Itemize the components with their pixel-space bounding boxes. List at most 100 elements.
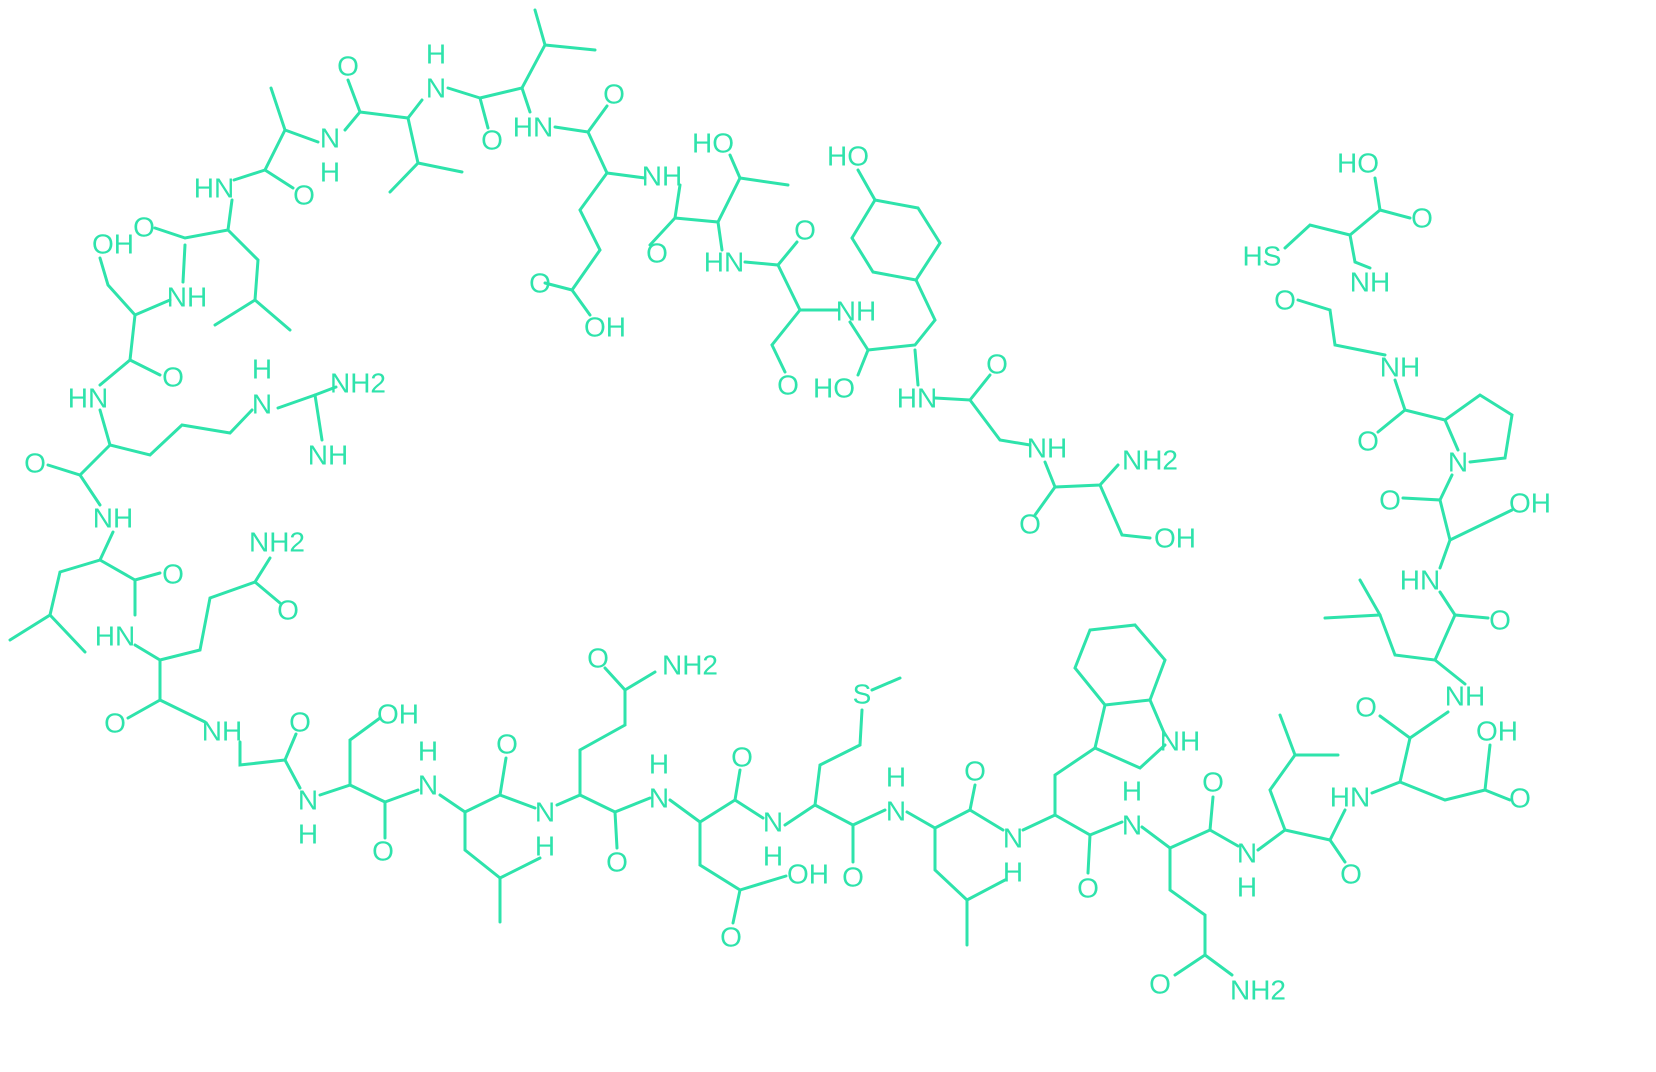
- bond: [1053, 463, 1120, 489]
- bond: [1021, 746, 1097, 832]
- atom-label: NH: [202, 716, 242, 747]
- atom-label: HN: [897, 383, 937, 414]
- atom-label: O: [496, 729, 518, 760]
- atom-label: N: [426, 73, 446, 104]
- atom-label: N: [535, 797, 555, 828]
- atom-label: O: [293, 180, 315, 211]
- atom-label: NH2: [1122, 445, 1178, 476]
- atom-label: NH: [1445, 681, 1485, 712]
- bond: [213, 228, 260, 327]
- bond: [1168, 846, 1207, 977]
- bond: [933, 373, 992, 402]
- bond: [1370, 714, 1412, 795]
- atom-label: HN: [513, 112, 553, 143]
- atom-label: O: [1357, 426, 1379, 457]
- bond: [48, 613, 87, 654]
- bond: [613, 796, 652, 814]
- atom-label: NH2: [330, 368, 386, 399]
- atom-label: NH: [1027, 433, 1067, 464]
- bond: [1033, 460, 1057, 517]
- bond: [1408, 710, 1450, 740]
- atom-label: HN: [1330, 782, 1370, 813]
- bond: [856, 168, 877, 202]
- bond: [1053, 813, 1092, 875]
- bond: [1378, 208, 1412, 220]
- bond: [1393, 378, 1407, 412]
- bond: [813, 803, 855, 864]
- atom-label: N: [886, 796, 906, 827]
- bond: [498, 793, 537, 810]
- atom-label: N: [763, 807, 783, 838]
- atom-label: NH: [836, 296, 876, 327]
- bond: [520, 86, 532, 114]
- bond: [1256, 713, 1297, 852]
- bond: [98, 358, 132, 387]
- bond: [698, 820, 742, 925]
- atom-label: O: [1355, 692, 1377, 723]
- atom-label: N: [1003, 823, 1023, 854]
- bond: [776, 263, 840, 312]
- atom-label: NH: [308, 440, 348, 471]
- bond: [743, 240, 799, 267]
- atom-label: O: [24, 448, 46, 479]
- atom-label: HO: [813, 373, 855, 404]
- bond: [1203, 953, 1234, 977]
- bond: [98, 256, 172, 317]
- bond: [126, 658, 162, 720]
- bond: [968, 398, 1032, 447]
- atom-label: OH: [92, 229, 134, 260]
- bond: [1140, 795, 1215, 850]
- atom-label: N: [298, 785, 318, 816]
- bond: [253, 298, 292, 332]
- atom-label: O: [1149, 969, 1171, 1000]
- atom-label: N: [1237, 838, 1257, 869]
- bond: [269, 86, 320, 144]
- atom-label: O: [986, 349, 1008, 380]
- atom-label: OH: [1509, 488, 1551, 519]
- atom-label: S: [853, 679, 872, 710]
- bond: [478, 8, 547, 100]
- atom-label: O: [794, 215, 816, 246]
- atom-label: OH: [1476, 716, 1518, 747]
- bond: [98, 408, 254, 457]
- atom-label: O: [1340, 859, 1362, 890]
- bond: [1401, 496, 1452, 542]
- bond: [446, 86, 490, 130]
- bond: [913, 348, 920, 387]
- bond: [263, 128, 295, 190]
- bond: [1438, 590, 1457, 617]
- atom-label: O: [731, 742, 753, 773]
- bond: [158, 698, 207, 724]
- bond: [1376, 408, 1447, 434]
- atom-label: NH: [1160, 726, 1200, 757]
- atom-label: N: [320, 123, 340, 154]
- atom-label: O: [529, 268, 551, 299]
- atom-label: N: [418, 770, 438, 801]
- atom-label: H: [426, 39, 446, 70]
- atom-label: HO: [1337, 148, 1379, 179]
- atom-label: HN: [68, 383, 108, 414]
- bond: [498, 856, 542, 880]
- bond: [153, 198, 234, 240]
- atom-label: O: [372, 836, 394, 867]
- atom-label: HO: [692, 128, 734, 159]
- bond: [181, 243, 187, 284]
- atom-label: NH2: [1230, 975, 1286, 1006]
- bond: [1208, 828, 1240, 848]
- atom-label: O: [964, 756, 986, 787]
- atom-label: H: [418, 736, 438, 767]
- atom-label: OH: [787, 859, 829, 890]
- atom-label: HN: [704, 247, 744, 278]
- bond: [543, 43, 597, 52]
- atom-label: O: [1489, 605, 1511, 636]
- bond: [1328, 808, 1347, 842]
- bond: [570, 288, 592, 317]
- atom-label: O: [1274, 285, 1296, 316]
- atom-label: HN: [95, 621, 135, 652]
- atom-label: NH: [1350, 267, 1390, 298]
- bond: [383, 788, 420, 804]
- bond: [1348, 176, 1382, 237]
- atom-label: O: [720, 922, 742, 953]
- bond: [238, 732, 298, 767]
